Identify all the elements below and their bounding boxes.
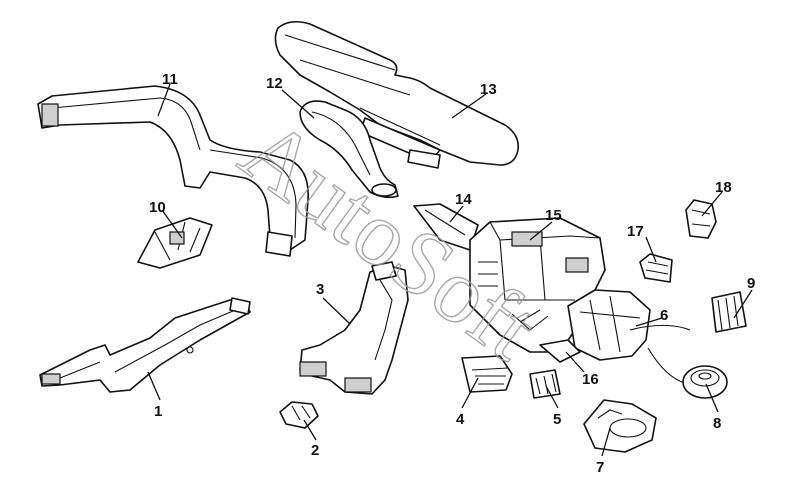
part-5-small-filter — [529, 369, 561, 399]
part-3-rear-duct — [299, 261, 409, 395]
part-17-resistor — [639, 253, 673, 283]
callout-14: 14 — [455, 191, 472, 208]
part-9-filter — [711, 291, 747, 333]
callout-12: 12 — [266, 75, 283, 92]
callout-8: 8 — [713, 415, 721, 432]
part-12-center-duct — [299, 100, 399, 199]
callout-6: 6 — [660, 307, 668, 324]
part-1-floor-duct — [39, 297, 251, 393]
callout-2: 2 — [311, 442, 319, 459]
part-11-side-duct — [37, 85, 309, 257]
part-8-blower-motor — [682, 365, 728, 399]
part-7-lower-case — [583, 399, 657, 453]
callout-17: 17 — [627, 223, 644, 240]
part-10-vent-nozzle — [137, 217, 213, 269]
callout-18: 18 — [715, 179, 732, 196]
callout-5: 5 — [553, 411, 561, 428]
callout-13: 13 — [480, 81, 497, 98]
callout-7: 7 — [596, 459, 604, 476]
callout-1: 1 — [154, 403, 162, 420]
callout-11: 11 — [162, 71, 178, 88]
part-6-blower-housing — [567, 289, 691, 386]
callout-16: 16 — [582, 371, 599, 388]
callout-9: 9 — [747, 275, 755, 292]
part-18-bracket — [685, 199, 717, 239]
leader-lines — [147, 83, 753, 457]
callout-labels: 1 2 3 4 5 6 7 8 9 10 11 12 13 14 15 16 1… — [149, 71, 755, 476]
part-2-clip — [279, 401, 319, 429]
part-4-grille — [461, 355, 513, 393]
callout-10: 10 — [149, 199, 166, 216]
callout-4: 4 — [456, 411, 465, 428]
callout-15: 15 — [545, 207, 562, 224]
callout-3: 3 — [316, 281, 324, 298]
part-13-upper-duct — [274, 20, 520, 169]
